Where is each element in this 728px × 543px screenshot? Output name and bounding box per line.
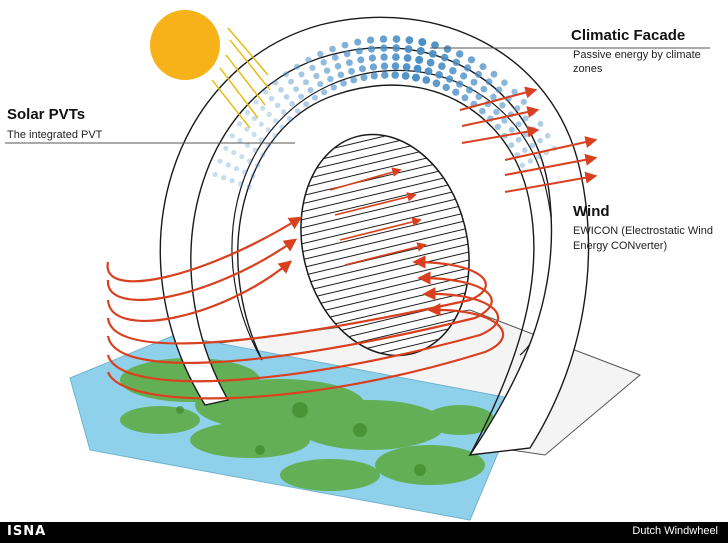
exhaust-arrows — [459, 86, 598, 193]
wind-arrows — [106, 167, 505, 400]
windwheel-diagram — [5, 10, 710, 521]
solar-pvts-subtitle: The integrated PVT — [7, 129, 103, 141]
solar-pvts-title: Solar PVTs — [7, 106, 86, 123]
footer-bar: ISNA Dutch Windwheel — [0, 522, 728, 543]
climatic-facade-subtitle: Passive energy by climate zones — [573, 49, 701, 75]
sun-icon — [150, 10, 220, 80]
wind-subtitle-line2: Energy CONverter) — [573, 240, 668, 252]
ring-front — [159, 16, 590, 456]
image-caption: Dutch Windwheel — [632, 525, 718, 537]
isna-logo: ISNA — [7, 524, 47, 539]
solar-pv-dots — [212, 35, 557, 190]
climatic-facade-title: Climatic Facade — [571, 27, 686, 44]
wind-title: Wind — [573, 203, 610, 220]
grass-texture — [120, 358, 495, 491]
wind-subtitle-line1: EWICON (Electrostatic Wind — [573, 225, 713, 237]
sun-rays-icon — [211, 27, 271, 129]
